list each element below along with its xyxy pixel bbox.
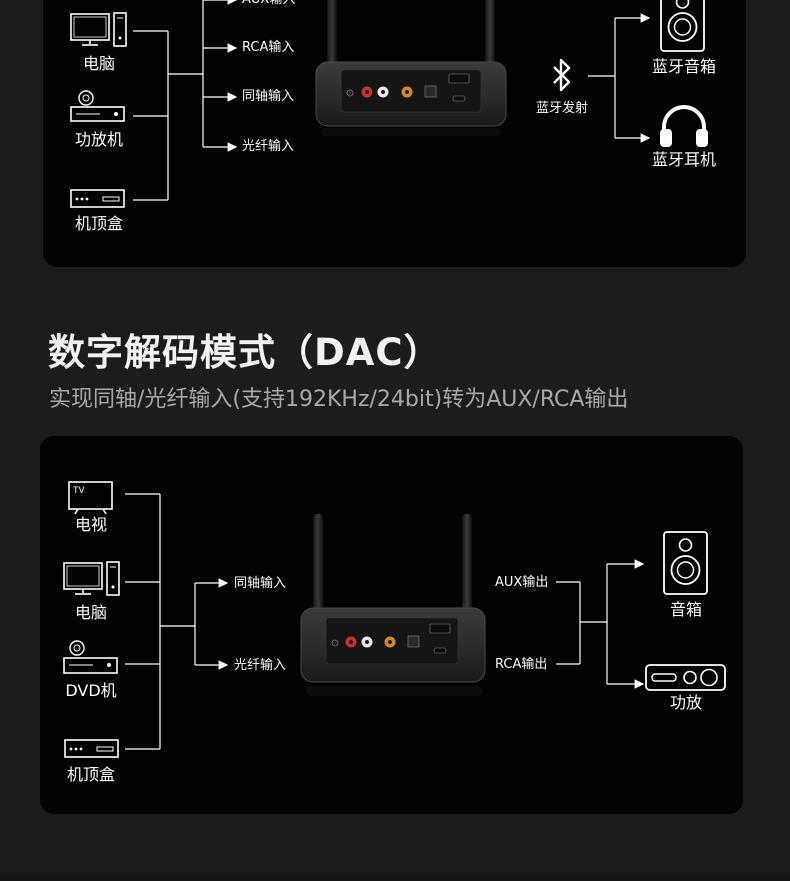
- monitor-icon: [70, 12, 127, 47]
- input-label: 同轴输入: [242, 89, 295, 104]
- bluetooth-dac-device: [315, 0, 507, 136]
- output-label: 音箱: [669, 600, 702, 619]
- page-divider: [0, 873, 790, 881]
- input-label: 光纤输入: [234, 658, 287, 673]
- section-title: 数字解码模式（DAC）: [48, 331, 442, 374]
- bluetooth-dac-device: [300, 514, 486, 696]
- output-label: 蓝牙音箱: [651, 57, 716, 76]
- monitor-icon: [63, 561, 120, 596]
- speaker-icon: [660, 0, 705, 52]
- output-label: 蓝牙耳机: [651, 150, 716, 169]
- output-port-label: RCA输出: [495, 657, 548, 672]
- source-label: 电脑: [74, 603, 107, 622]
- source-label: 机顶盒: [74, 214, 123, 233]
- input-label: AUX输入: [242, 0, 295, 9]
- source-label: 电脑: [82, 54, 115, 73]
- output-port-label: AUX输出: [495, 575, 549, 590]
- source-label: 电视: [74, 515, 107, 534]
- output-label: 功放: [669, 693, 702, 712]
- bluetooth-icon: [553, 58, 571, 92]
- tv-icon-text: TV: [73, 485, 85, 495]
- input-label: 光纤输入: [242, 139, 295, 154]
- connection-lines: [125, 493, 645, 750]
- section-subtitle: 实现同轴/光纤输入(支持192KHz/24bit)转为AUX/RCA输出: [49, 387, 629, 412]
- headphones-icon: [660, 105, 708, 147]
- amplifier-icon: [645, 664, 726, 691]
- tv-icon: TV: [68, 481, 114, 515]
- input-label: RCA输入: [242, 40, 295, 55]
- input-label: 同轴输入: [234, 576, 287, 591]
- source-label: 功放机: [74, 130, 123, 149]
- amplifier-icon: [70, 90, 125, 122]
- set-top-box-icon: [70, 189, 125, 208]
- set-top-box-icon: [64, 739, 119, 758]
- source-label: DVD机: [65, 681, 117, 700]
- connection-lines: [133, 0, 651, 201]
- speaker-icon: [663, 531, 708, 595]
- bluetooth-transmit-panel: 电脑 功放机 机顶盒 AUX输入 RCA输入 同轴输入 光纤输入: [43, 0, 746, 267]
- dac-mode-panel: TV 电视 电脑 DVD机 机顶盒 同轴输入 光纤输入: [40, 436, 743, 814]
- source-label: 机顶盒: [66, 765, 115, 784]
- bluetooth-label: 蓝牙发射: [535, 101, 588, 116]
- dvd-player-icon: [63, 640, 118, 674]
